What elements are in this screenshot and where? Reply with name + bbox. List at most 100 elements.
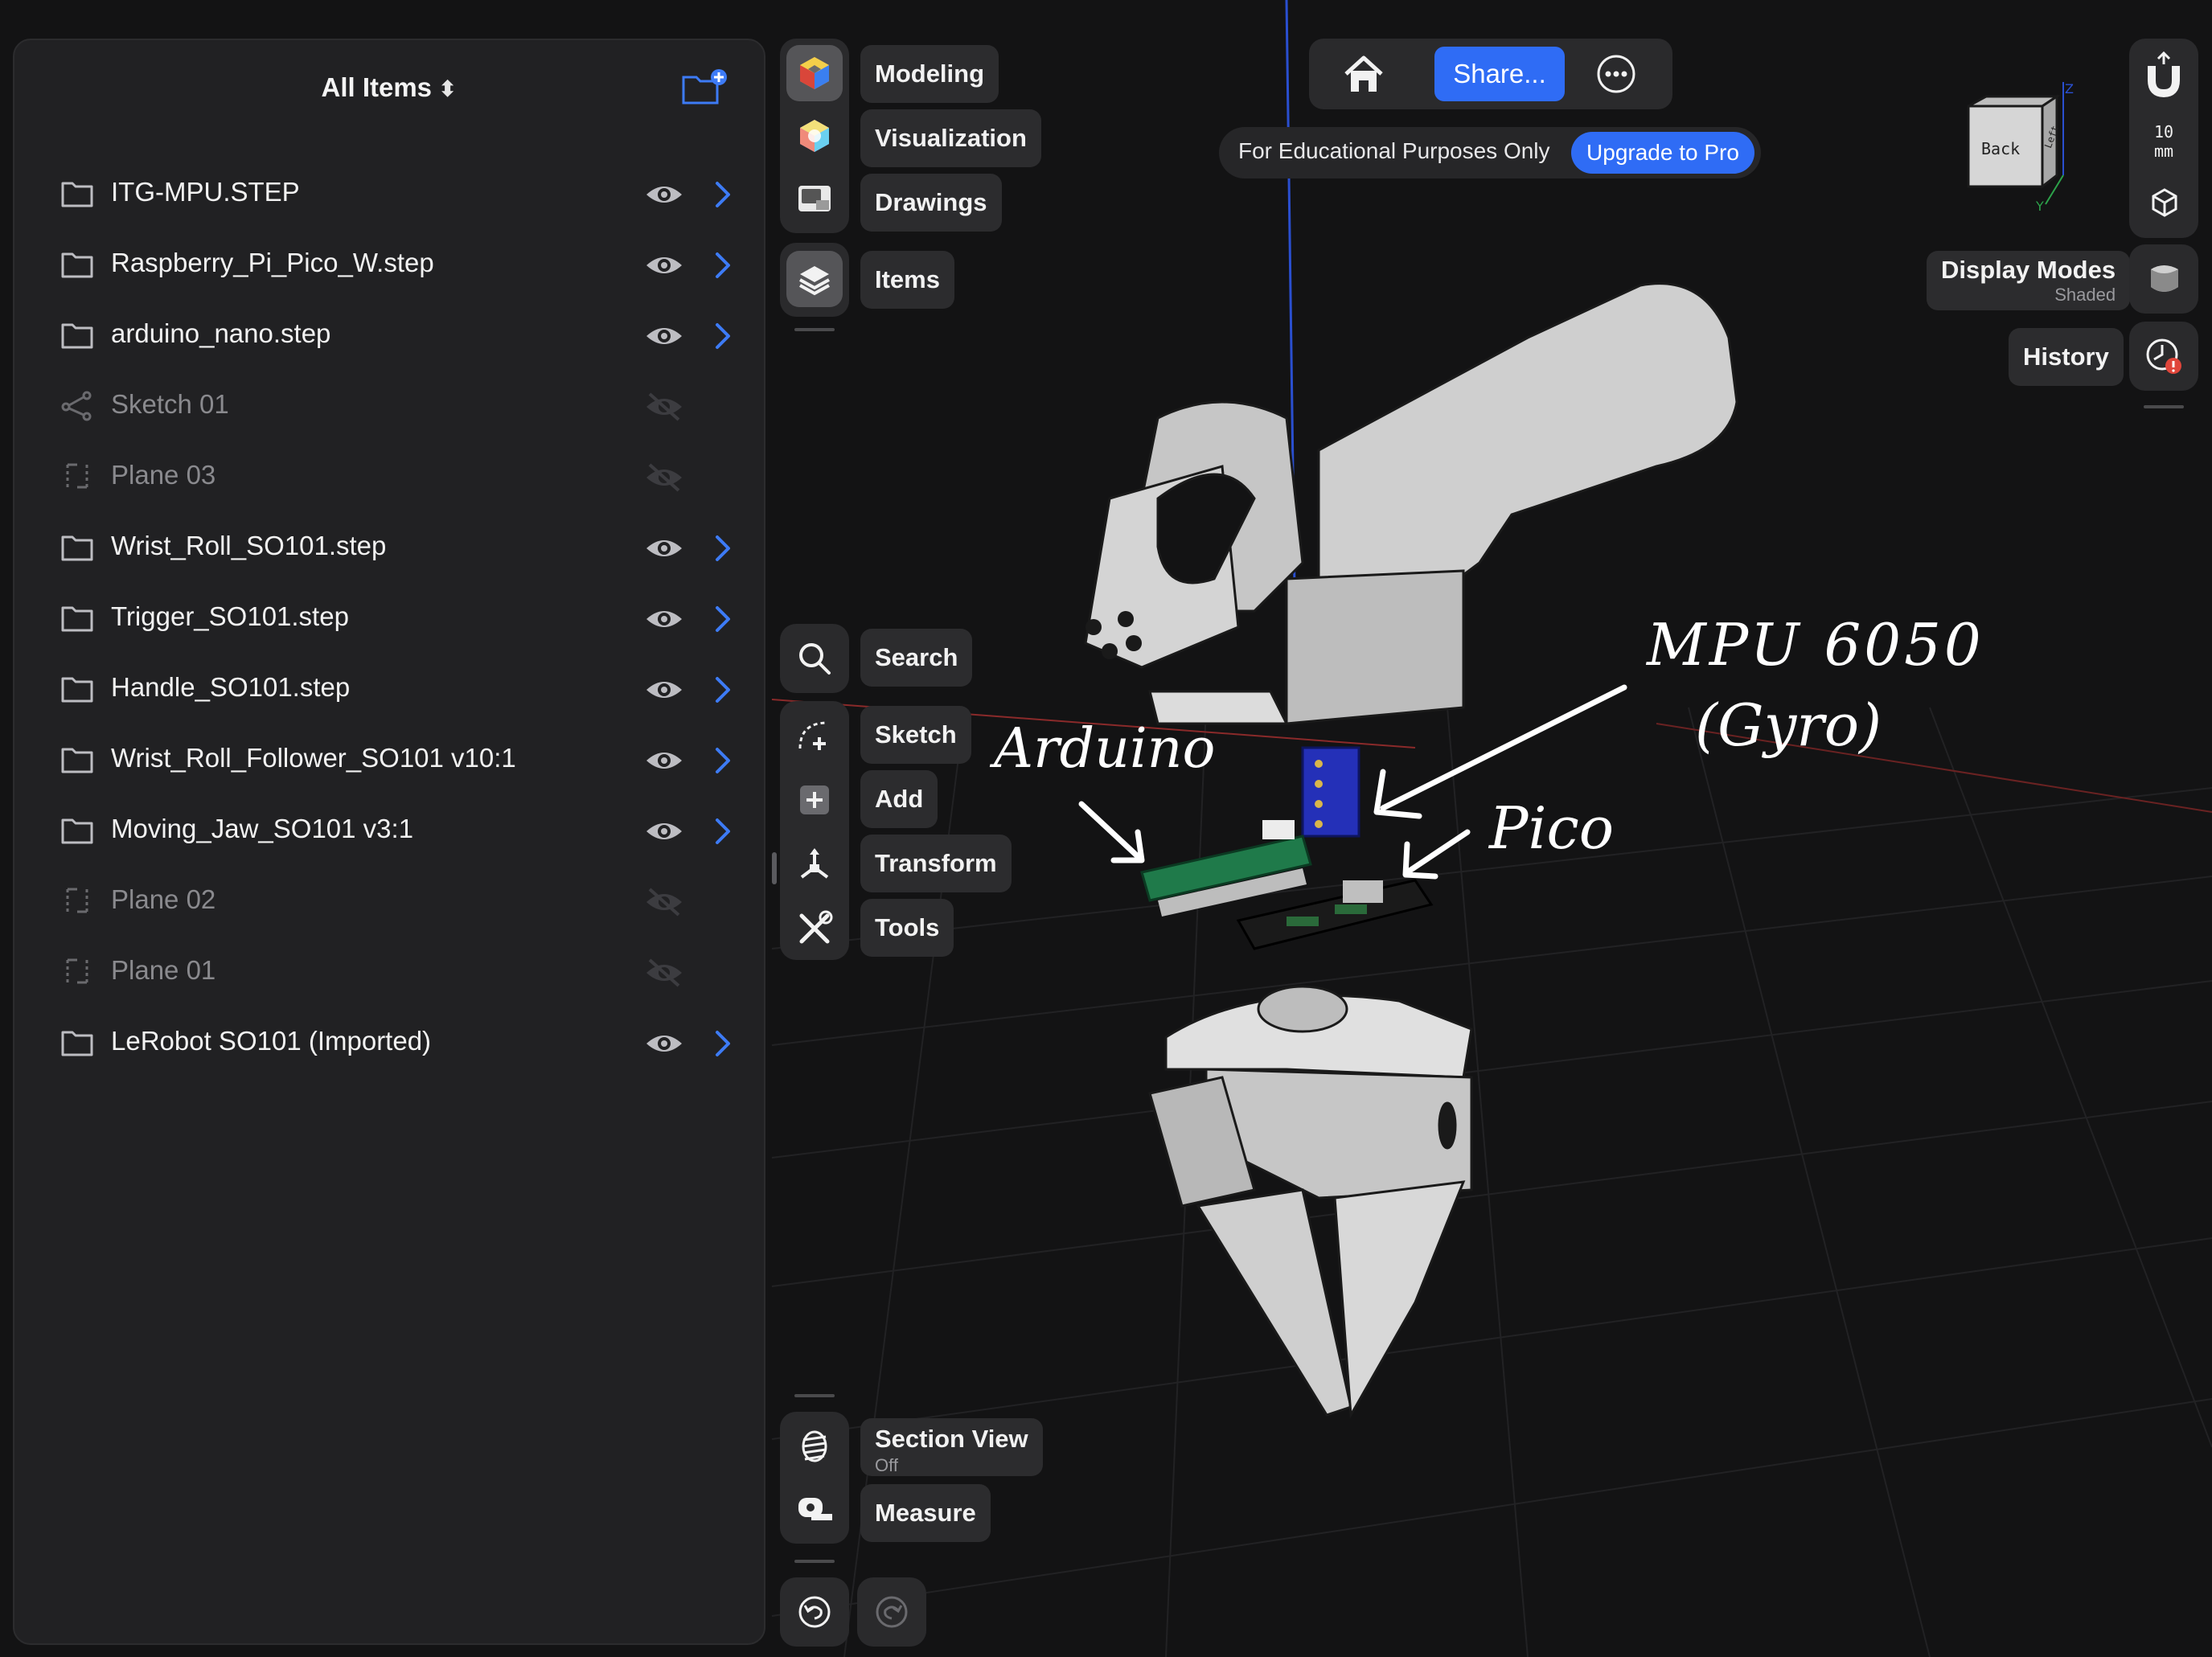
grid-scale-readout[interactable]: 10 mm bbox=[2129, 122, 2198, 161]
visibility-eye-icon[interactable] bbox=[645, 1027, 683, 1060]
expand-chevron-icon[interactable] bbox=[712, 674, 733, 706]
gripper-model bbox=[1150, 986, 1471, 1415]
folder-icon bbox=[60, 317, 95, 352]
item-row[interactable]: arduino_nano.step bbox=[14, 301, 764, 371]
axis-z-label: Z bbox=[2065, 81, 2074, 96]
upgrade-to-pro-button[interactable]: Upgrade to Pro bbox=[1571, 132, 1754, 174]
drawings-icon bbox=[795, 179, 834, 218]
item-row[interactable]: Plane 01 bbox=[14, 937, 764, 1008]
item-label: Plane 03 bbox=[111, 460, 215, 490]
share-button[interactable]: Share... bbox=[1434, 47, 1565, 101]
items-button[interactable] bbox=[786, 251, 843, 307]
search-label[interactable]: Search bbox=[860, 629, 972, 687]
visibility-eye-icon[interactable] bbox=[645, 674, 683, 706]
item-row[interactable]: Handle_SO101.step bbox=[14, 654, 764, 725]
expand-chevron-icon[interactable] bbox=[712, 1027, 733, 1060]
section-view-icon bbox=[795, 1427, 834, 1466]
item-row[interactable]: Sketch 01 bbox=[14, 371, 764, 442]
panel-resize-handle[interactable] bbox=[772, 852, 777, 884]
tape-measure-icon bbox=[795, 1490, 834, 1528]
annotation-mpu-line2: (Gyro) bbox=[1695, 691, 1882, 759]
transform-button[interactable] bbox=[786, 836, 843, 892]
item-row[interactable]: LeRobot SO101 (Imported) bbox=[14, 1008, 764, 1079]
tools-label[interactable]: Tools bbox=[860, 899, 954, 957]
redo-button[interactable] bbox=[857, 1577, 926, 1647]
item-row[interactable]: ITG-MPU.STEP bbox=[14, 159, 764, 230]
expand-chevron-icon[interactable] bbox=[712, 532, 733, 564]
modeling-label[interactable]: Modeling bbox=[860, 45, 999, 103]
visibility-eye-icon[interactable] bbox=[645, 603, 683, 635]
item-row[interactable]: Moving_Jaw_SO101 v3:1 bbox=[14, 796, 764, 867]
drawings-workspace-button[interactable] bbox=[786, 170, 843, 227]
visibility-eye-icon[interactable] bbox=[645, 744, 683, 777]
folder-icon bbox=[60, 812, 95, 847]
item-row[interactable]: Plane 03 bbox=[14, 442, 764, 513]
modeling-workspace-button[interactable] bbox=[786, 45, 843, 101]
undo-icon bbox=[797, 1594, 832, 1630]
visibility-eye-icon[interactable] bbox=[645, 320, 683, 352]
item-label: ITG-MPU.STEP bbox=[111, 177, 300, 207]
section-view-button[interactable] bbox=[786, 1418, 843, 1474]
drawings-label[interactable]: Drawings bbox=[860, 174, 1002, 232]
right-toolbar-divider bbox=[2144, 405, 2184, 408]
visibility-eye-icon[interactable] bbox=[645, 178, 683, 211]
visualization-workspace-button[interactable] bbox=[786, 108, 843, 164]
transform-icon bbox=[795, 845, 834, 884]
add-label[interactable]: Add bbox=[860, 770, 938, 828]
expand-chevron-icon[interactable] bbox=[712, 744, 733, 777]
measure-label[interactable]: Measure bbox=[860, 1484, 991, 1542]
item-row[interactable]: Wrist_Roll_SO101.step bbox=[14, 513, 764, 584]
display-modes-label[interactable]: Display Modes Shaded bbox=[1927, 251, 2130, 310]
items-label[interactable]: Items bbox=[860, 251, 954, 309]
visualization-label[interactable]: Visualization bbox=[860, 109, 1041, 167]
expand-chevron-icon[interactable] bbox=[712, 320, 733, 352]
hidden-eye-icon[interactable] bbox=[645, 957, 683, 989]
section-view-label[interactable]: Section View Off bbox=[860, 1418, 1043, 1476]
history-button[interactable] bbox=[2129, 322, 2198, 391]
new-folder-icon[interactable] bbox=[680, 68, 728, 108]
orientation-axes-icon[interactable] bbox=[2147, 185, 2182, 220]
shaded-cube-icon bbox=[2143, 258, 2185, 300]
item-label: LeRobot SO101 (Imported) bbox=[111, 1026, 431, 1056]
expand-chevron-icon[interactable] bbox=[712, 249, 733, 281]
home-icon[interactable] bbox=[1341, 51, 1386, 96]
arduino-nano-board bbox=[1142, 820, 1311, 917]
item-label: Handle_SO101.step bbox=[111, 672, 350, 703]
snap-magnet-icon[interactable] bbox=[2144, 51, 2184, 100]
item-label: Moving_Jaw_SO101 v3:1 bbox=[111, 814, 413, 844]
axis-y-label: Y bbox=[2035, 199, 2044, 214]
modeling-tools-group bbox=[780, 701, 849, 960]
display-mode-state: Shaded bbox=[1941, 285, 2116, 306]
expand-chevron-icon[interactable] bbox=[712, 603, 733, 635]
hidden-eye-icon[interactable] bbox=[645, 391, 683, 423]
search-group bbox=[780, 624, 849, 693]
hidden-eye-icon[interactable] bbox=[645, 461, 683, 494]
view-cube[interactable]: Back Left Z Y bbox=[1962, 74, 2083, 219]
expand-chevron-icon[interactable] bbox=[712, 815, 733, 847]
panel-title-dropdown[interactable]: All Items⬍ bbox=[14, 72, 764, 103]
sketch-button[interactable] bbox=[786, 708, 843, 764]
visibility-eye-icon[interactable] bbox=[645, 815, 683, 847]
expand-chevron-icon[interactable] bbox=[712, 178, 733, 211]
visibility-eye-icon[interactable] bbox=[645, 532, 683, 564]
sketch-label[interactable]: Sketch bbox=[860, 706, 971, 764]
panel-title: All Items bbox=[321, 72, 432, 102]
add-button[interactable] bbox=[786, 772, 843, 828]
add-icon bbox=[795, 781, 834, 819]
visibility-eye-icon[interactable] bbox=[645, 249, 683, 281]
more-options-icon[interactable] bbox=[1595, 53, 1637, 95]
top-toolbar: Share... bbox=[1309, 39, 1672, 109]
item-row[interactable]: Trigger_SO101.step bbox=[14, 584, 764, 654]
transform-label[interactable]: Transform bbox=[860, 835, 1012, 892]
item-row[interactable]: Plane 02 bbox=[14, 867, 764, 937]
item-row[interactable]: Raspberry_Pi_Pico_W.step bbox=[14, 230, 764, 301]
history-label[interactable]: History bbox=[2009, 328, 2124, 386]
workspace-switcher bbox=[780, 39, 849, 233]
display-modes-button[interactable] bbox=[2129, 244, 2198, 314]
undo-button[interactable] bbox=[780, 1577, 849, 1647]
measure-button[interactable] bbox=[786, 1481, 843, 1537]
hidden-eye-icon[interactable] bbox=[645, 886, 683, 918]
search-button[interactable] bbox=[786, 630, 843, 687]
item-row[interactable]: Wrist_Roll_Follower_SO101 v10:1 bbox=[14, 725, 764, 796]
tools-button[interactable] bbox=[786, 900, 843, 957]
